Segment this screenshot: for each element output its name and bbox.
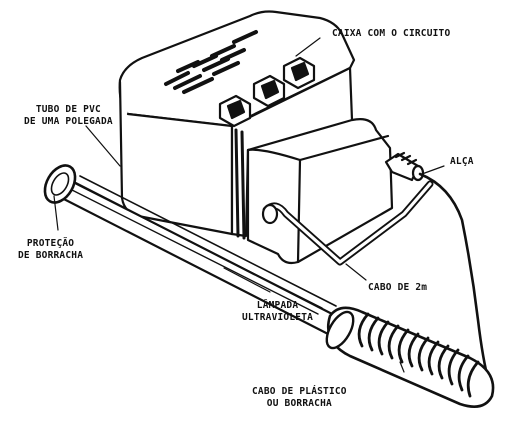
switch-3: [282, 56, 316, 90]
label-alca: ALÇA: [450, 156, 474, 167]
label-lampada: LÂMPADA ULTRAVIOLETA: [242, 300, 314, 323]
ribbed-grip: [325, 306, 495, 408]
leader-lines: [53, 37, 445, 373]
power-cable: [418, 172, 494, 394]
cable-gland: [384, 151, 425, 182]
label-cabo-2m: CABO DE 2m: [368, 282, 428, 293]
label-cabo-plastico: CABO DE PLÁSTICO OU BORRACHA: [252, 386, 347, 409]
rubber-cap: [43, 164, 77, 204]
label-caixa: CAIXA COM O CIRCUITO: [332, 28, 451, 39]
label-protecao: PROTEÇÃO DE BORRACHA: [18, 238, 84, 261]
pvc-tube: [52, 174, 342, 338]
switch-1: [218, 94, 252, 128]
label-tubo-pvc: TUBO DE PVC DE UMA POLEGADA: [24, 104, 113, 127]
lamp-housing: [234, 118, 394, 265]
carry-handle: [261, 180, 434, 266]
switch-2: [252, 74, 286, 108]
vent-slots: [164, 30, 258, 94]
